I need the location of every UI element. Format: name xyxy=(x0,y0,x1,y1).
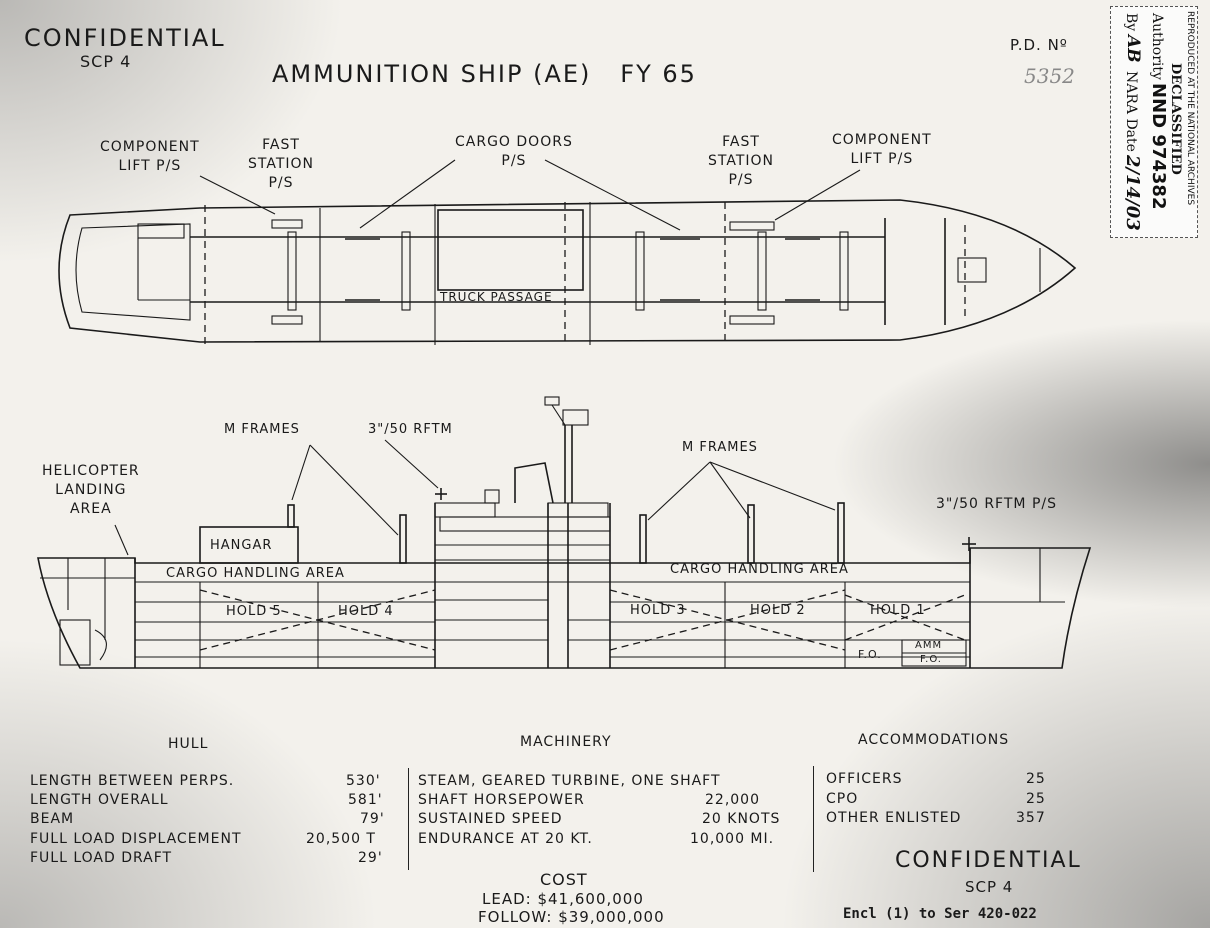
hull-row-label: BEAM xyxy=(30,811,75,827)
column-divider-left xyxy=(408,768,409,870)
label-cargo-doors: CARGO DOORS P/S xyxy=(455,134,573,169)
label-hold-5: HOLD 5 xyxy=(226,604,282,619)
label-amm: AMM xyxy=(915,640,943,651)
accommodations-row-label: OTHER ENLISTED xyxy=(826,810,962,826)
machinery-row-value: 10,000 MI. xyxy=(690,831,775,847)
column-divider-right xyxy=(813,766,814,872)
hull-row-label: FULL LOAD DRAFT xyxy=(30,850,173,866)
profile-view xyxy=(37,396,1092,669)
machinery-heading: MACHINERY xyxy=(520,734,612,750)
label-hold-4: HOLD 4 xyxy=(338,604,394,619)
classification-top: CONFIDENTIAL xyxy=(24,24,226,52)
label-hold-2: HOLD 2 xyxy=(750,603,806,618)
accommodations-row-value: 357 xyxy=(1016,810,1046,826)
label-amm-fo: F.O. xyxy=(920,654,942,665)
machinery-row-label: SHAFT HORSEPOWER xyxy=(418,792,585,808)
accommodations-row-label: OFFICERS xyxy=(826,771,903,787)
scp-top: SCP 4 xyxy=(80,52,132,71)
label-truck-passage: TRUCK PASSAGE xyxy=(440,290,553,304)
label-fast-station-right: FAST STATION P/S xyxy=(708,134,775,188)
enclosure-reference: Encl (1) to Ser 420-022 xyxy=(843,906,1037,922)
label-hold-1: HOLD 1 xyxy=(870,603,926,618)
label-component-lift-left: COMPONENT LIFT P/S xyxy=(100,139,200,174)
hull-row-label: FULL LOAD DISPLACEMENT xyxy=(30,831,242,847)
machinery-row-value: 20 KNOTS xyxy=(702,811,781,827)
hull-row-label: LENGTH OVERALL xyxy=(30,792,169,808)
machinery-row-label: SUSTAINED SPEED xyxy=(418,811,563,827)
scp-bottom: SCP 4 xyxy=(965,878,1014,896)
label-cargo-area-aft: CARGO HANDLING AREA xyxy=(166,566,345,581)
machinery-row-label: ENDURANCE AT 20 KT. xyxy=(418,831,593,847)
pd-no-label: P.D. Nº xyxy=(1010,36,1068,54)
hull-row-label: LENGTH BETWEEN PERPS. xyxy=(30,773,235,789)
label-helicopter-area: HELICOPTER LANDING AREA xyxy=(42,463,140,517)
hull-row-value: 29' xyxy=(358,850,383,866)
label-hold-3: HOLD 3 xyxy=(630,603,686,618)
label-hangar: HANGAR xyxy=(210,538,273,553)
cost-lead: LEAD: $41,600,000 xyxy=(482,890,644,908)
hull-row-value: 530' xyxy=(346,773,381,789)
label-m-frames-left: M FRAMES xyxy=(224,422,300,437)
label-component-lift-right: COMPONENT LIFT P/S xyxy=(832,132,932,167)
accommodations-row-value: 25 xyxy=(1026,771,1046,787)
machinery-row-value: 22,000 xyxy=(705,792,760,808)
declassified-stamp: REPRODUCED AT THE NATIONAL ARCHIVES DECL… xyxy=(1110,6,1198,238)
accommodations-row-value: 25 xyxy=(1026,791,1046,807)
page-title: AMMUNITION SHIP (AE) FY 65 xyxy=(272,60,697,88)
accommodations-row-label: CPO xyxy=(826,791,859,807)
label-fo: F.O. xyxy=(858,648,882,661)
hull-row-value: 581' xyxy=(348,792,383,808)
label-fast-station-left: FAST STATION P/S xyxy=(248,137,315,191)
label-m-frames-right: M FRAMES xyxy=(682,440,758,455)
label-rftm-left: 3"/50 RFTM xyxy=(368,422,453,437)
machinery-row-label: STEAM, GEARED TURBINE, ONE SHAFT xyxy=(418,773,721,789)
cost-follow: FOLLOW: $39,000,000 xyxy=(478,908,665,926)
label-cargo-area-fwd: CARGO HANDLING AREA xyxy=(670,562,849,577)
classification-bottom: CONFIDENTIAL xyxy=(895,848,1082,873)
label-rftm-right: 3"/50 RFTM P/S xyxy=(936,496,1057,512)
pd-number: 5352 xyxy=(1024,64,1075,88)
hull-heading: HULL xyxy=(168,736,209,752)
accommodations-heading: ACCOMMODATIONS xyxy=(858,732,1010,748)
hull-row-value: 20,500 T xyxy=(306,831,376,847)
cost-heading: COST xyxy=(540,870,588,889)
plan-view xyxy=(58,159,1077,345)
hull-row-value: 79' xyxy=(360,811,385,827)
